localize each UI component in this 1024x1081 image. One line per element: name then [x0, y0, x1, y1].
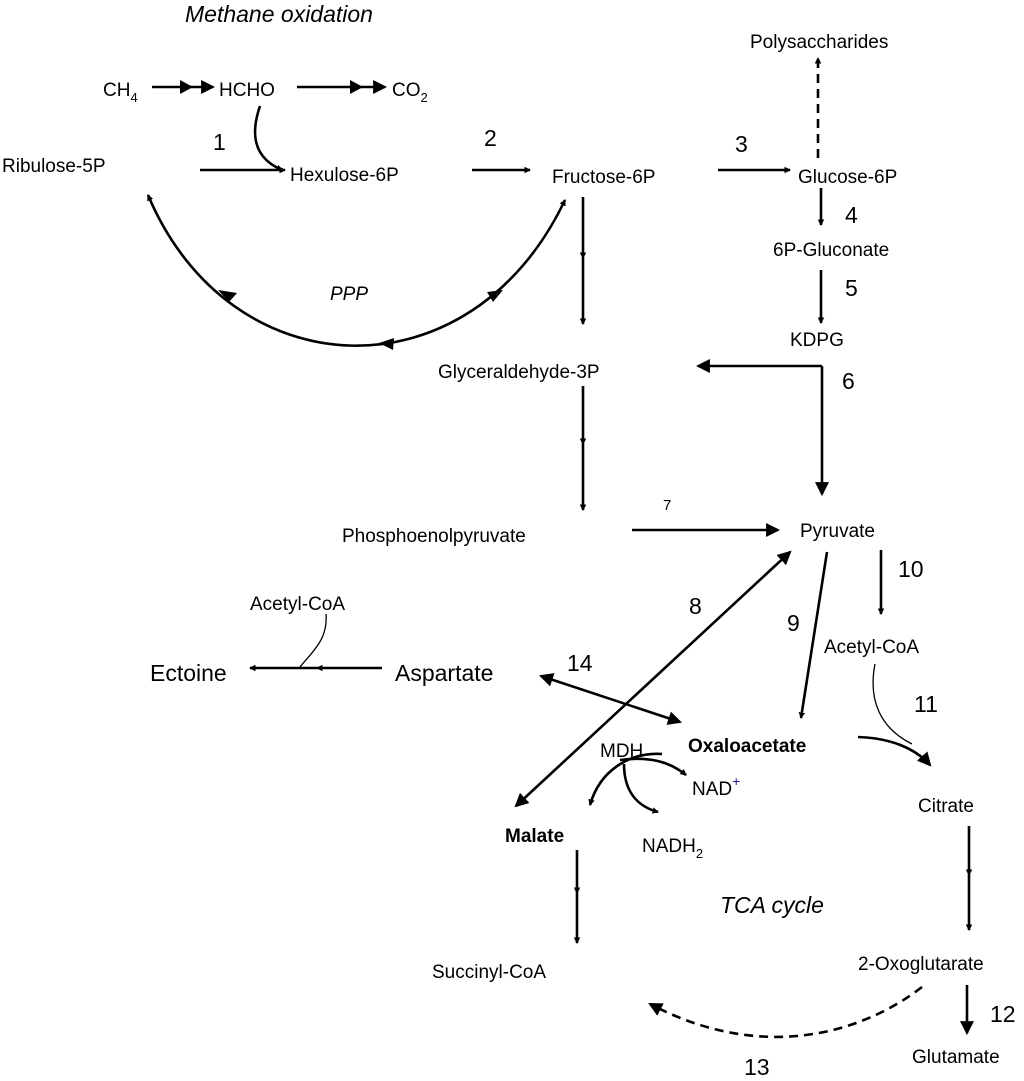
acetyl-coa-ectoine-label: Acetyl-CoA	[250, 594, 345, 615]
step-10-label: 10	[898, 556, 924, 582]
malate-label: Malate	[505, 826, 564, 847]
step-14-label: 14	[567, 650, 593, 676]
oxoglutarate-to-succinyl-dashed-curve	[648, 985, 923, 1039]
oxaloacetate-to-malate-curve	[588, 752, 663, 806]
ppp-arc-head-left	[218, 290, 237, 302]
step-4-label: 4	[845, 202, 858, 228]
ch4-to-hcho-arrow-mid-head	[180, 80, 193, 94]
pyruvate-label: Pyruvate	[800, 521, 875, 542]
step-1-label: 1	[213, 129, 226, 155]
polysaccharides-label: Polysaccharides	[750, 32, 888, 53]
step-8-label: 8	[689, 593, 702, 619]
glutamate-label: Glutamate	[912, 1047, 1000, 1068]
co2-label: CO2	[392, 80, 428, 105]
hcho-to-co2-arrow-mid-head	[350, 80, 363, 94]
step-11-label: 11	[914, 691, 938, 717]
hexulose-6p-label: Hexulose-6P	[290, 165, 399, 186]
hcho-label: HCHO	[219, 80, 275, 101]
gluconate-6p-label: 6P-Gluconate	[773, 240, 889, 261]
step-12-label: 12	[990, 1001, 1016, 1027]
ppp-label: PPP	[330, 284, 368, 305]
nadh-release-curve	[622, 763, 659, 814]
ppp-arc-head-bottom	[379, 338, 394, 350]
g3p-label: Glyceraldehyde-3P	[438, 362, 600, 383]
step-9-label: 9	[787, 610, 800, 636]
ribulose-5p-label: Ribulose-5P	[2, 156, 106, 177]
citrate-label: Citrate	[918, 796, 974, 817]
diagram-title: Methane oxidation	[185, 1, 373, 27]
fructose-6p-label: Fructose-6P	[552, 167, 655, 188]
step-7-label: 7	[663, 497, 671, 514]
ppp-arc	[146, 194, 567, 347]
nadh2-label: NADH2	[642, 836, 703, 861]
ppp-arc-head-right	[487, 290, 503, 302]
acetyl-coa-to-ectoine-curve	[299, 613, 327, 668]
oxaloacetate-to-citrate-arrow	[857, 735, 932, 767]
glucose-6p-label: Glucose-6P	[798, 167, 897, 188]
ch4-label: CH4	[103, 80, 138, 105]
nadh-to-nad-curve	[619, 757, 687, 777]
oxoglutarate-label: 2-Oxoglutarate	[858, 954, 984, 975]
kdpg-label: KDPG	[790, 330, 844, 351]
step-3-label: 3	[735, 131, 748, 157]
nad-label: NAD+	[692, 773, 740, 800]
oxaloacetate-label: Oxaloacetate	[688, 736, 806, 757]
aspartate-label: Aspartate	[395, 660, 493, 686]
aspartate-oxaloacetate-bidirectional-arrow	[539, 673, 682, 725]
malate-pyruvate-bidirectional-arrow	[514, 550, 792, 808]
hcho-to-hexulose-curve	[253, 105, 283, 172]
succinyl-coa-label: Succinyl-CoA	[432, 962, 546, 983]
pyruvate-to-oxaloacetate-arrow	[798, 551, 829, 719]
step-13-label: 13	[744, 1054, 770, 1080]
step-2-label: 2	[484, 125, 497, 151]
step-5-label: 5	[845, 275, 858, 301]
acetyl-coa-label: Acetyl-CoA	[824, 637, 919, 658]
tca-cycle-label: TCA cycle	[720, 892, 824, 918]
acetyl-coa-to-citrate-curve	[872, 663, 913, 745]
step-6-label: 6	[842, 368, 855, 394]
ectoine-label: Ectoine	[150, 660, 227, 686]
pep-label: Phosphoenolpyruvate	[342, 526, 526, 547]
